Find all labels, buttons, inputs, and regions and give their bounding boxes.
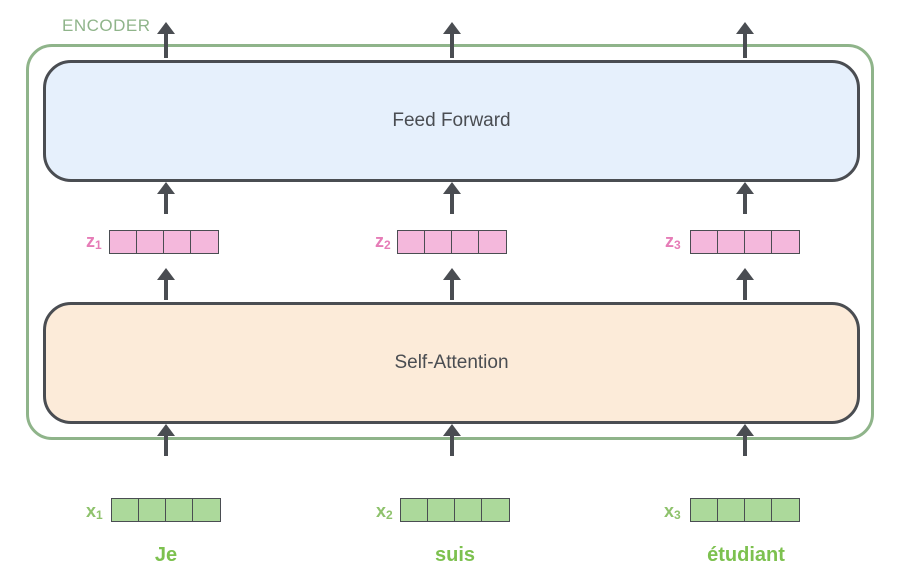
- sa-to-z3-arrow: [736, 268, 754, 300]
- input-word-3: étudiant: [707, 544, 785, 566]
- z1-vector: [109, 230, 219, 254]
- z3-vector: [690, 230, 800, 254]
- self-attention-label: Self-Attention: [394, 352, 509, 373]
- x1-label: x1: [86, 501, 103, 522]
- output-arrow-2: [443, 22, 461, 58]
- encoder-label: ENCODER: [62, 16, 151, 35]
- x3-to-sa-arrow: [736, 424, 754, 456]
- x1-vector: [111, 498, 221, 522]
- x2-label: x2: [376, 501, 393, 522]
- self-attention-layer: Self-Attention: [43, 302, 860, 424]
- input-word-2: suis: [434, 544, 476, 566]
- output-arrow-3: [736, 22, 754, 58]
- z1-label: z1: [86, 231, 102, 252]
- sa-to-z2-arrow: [443, 268, 461, 300]
- z2-label: z2: [375, 231, 391, 252]
- x3-label: x3: [664, 501, 681, 522]
- sa-to-z1-arrow: [157, 268, 175, 300]
- feed-forward-layer: Feed Forward: [43, 60, 860, 182]
- z3-to-ffn-arrow: [736, 182, 754, 214]
- output-arrow-1: [157, 22, 175, 58]
- x1-to-sa-arrow: [157, 424, 175, 456]
- x2-to-sa-arrow: [443, 424, 461, 456]
- z2-to-ffn-arrow: [443, 182, 461, 214]
- x2-vector: [400, 498, 510, 522]
- z1-to-ffn-arrow: [157, 182, 175, 214]
- input-word-1: Je: [154, 544, 178, 566]
- z2-vector: [397, 230, 507, 254]
- x3-vector: [690, 498, 800, 522]
- feed-forward-label: Feed Forward: [392, 110, 511, 131]
- z3-label: z3: [665, 231, 681, 252]
